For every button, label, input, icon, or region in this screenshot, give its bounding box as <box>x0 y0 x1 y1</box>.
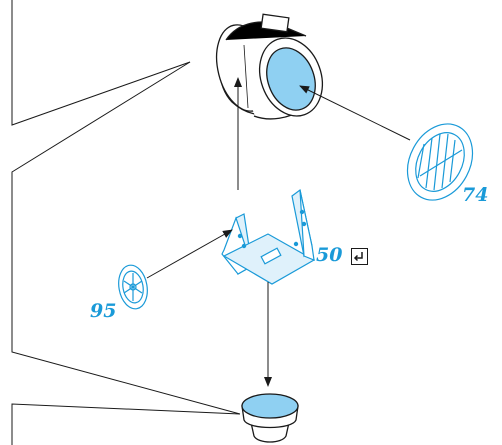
assembly-arrows <box>146 77 411 387</box>
cylinder-housing <box>215 13 323 120</box>
mounting-bracket-50 <box>221 188 316 285</box>
callout-74: 74 <box>462 184 489 206</box>
cup-knob <box>241 393 299 443</box>
callout-50: 50 <box>316 244 343 266</box>
callout-95: 95 <box>90 300 117 322</box>
grille-disk-74 <box>406 123 474 201</box>
wheel-95 <box>118 264 148 310</box>
return-button[interactable] <box>351 248 368 265</box>
return-arrow-icon <box>353 252 363 262</box>
panel-outline <box>11 0 241 445</box>
